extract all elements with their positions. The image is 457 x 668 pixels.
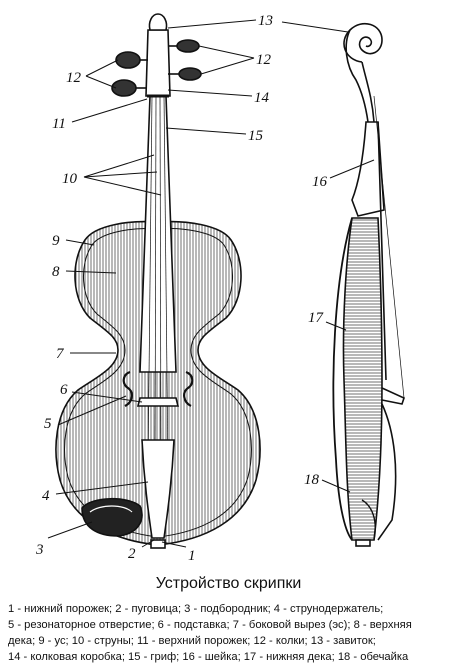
neck-side <box>351 121 385 217</box>
violin-side-view <box>332 22 405 547</box>
violin-front-view <box>55 13 261 549</box>
leader-lines <box>47 19 375 548</box>
label-14: 14 <box>254 90 270 106</box>
bridge <box>136 397 180 407</box>
violin-diagram: 1 2 3 4 5 6 7 8 9 10 11 12 12 13 14 15 1… <box>35 13 405 564</box>
peg-right-upper <box>176 39 200 53</box>
label-9: 9 <box>52 233 60 249</box>
scroll-side <box>343 22 383 63</box>
end-button <box>150 539 166 549</box>
legend-line: 5 - резонаторное отверстие; 6 - подставк… <box>8 619 412 631</box>
label-8: 8 <box>52 264 60 280</box>
legend-line: 1 - нижний порожек; 2 - пуговица; 3 - по… <box>8 603 384 615</box>
label-1: 1 <box>188 548 196 564</box>
label-6: 6 <box>60 382 68 398</box>
f-hole-right <box>183 370 194 407</box>
legend-line: дека; 9 - ус; 10 - струны; 11 - верхний … <box>8 635 376 647</box>
pegbox-side <box>345 29 369 123</box>
label-16: 16 <box>312 174 328 190</box>
strings <box>147 95 169 471</box>
label-2: 2 <box>128 546 136 562</box>
label-12-right: 12 <box>256 52 272 68</box>
part-labels: 1 2 3 4 5 6 7 8 9 10 11 12 12 13 14 15 1… <box>35 13 328 564</box>
label-17: 17 <box>308 310 325 326</box>
label-5: 5 <box>44 416 52 432</box>
label-7: 7 <box>56 346 65 362</box>
legend-line: 14 - колковая коробка; 15 - гриф; 16 - ш… <box>8 651 409 663</box>
label-15: 15 <box>248 128 264 144</box>
scroll-front <box>148 13 168 31</box>
tailpiece <box>141 439 175 539</box>
figure-caption: Устройство скрипки <box>155 575 302 592</box>
label-13: 13 <box>258 13 273 29</box>
label-3: 3 <box>35 542 44 558</box>
label-18: 18 <box>304 472 320 488</box>
pegbox <box>145 29 171 97</box>
fingerboard <box>139 95 177 373</box>
parts-legend: 1 - нижний порожек; 2 - пуговица; 3 - по… <box>8 601 451 665</box>
peg-right-lower <box>178 67 202 81</box>
label-4: 4 <box>42 488 50 504</box>
f-hole-left <box>122 370 133 407</box>
back-plate-side <box>332 217 353 541</box>
label-11: 11 <box>52 116 66 132</box>
chinrest <box>81 497 143 537</box>
label-10: 10 <box>62 171 78 187</box>
bridge-side <box>381 387 405 405</box>
peg-left-upper <box>115 51 141 69</box>
label-12-left: 12 <box>66 70 82 86</box>
